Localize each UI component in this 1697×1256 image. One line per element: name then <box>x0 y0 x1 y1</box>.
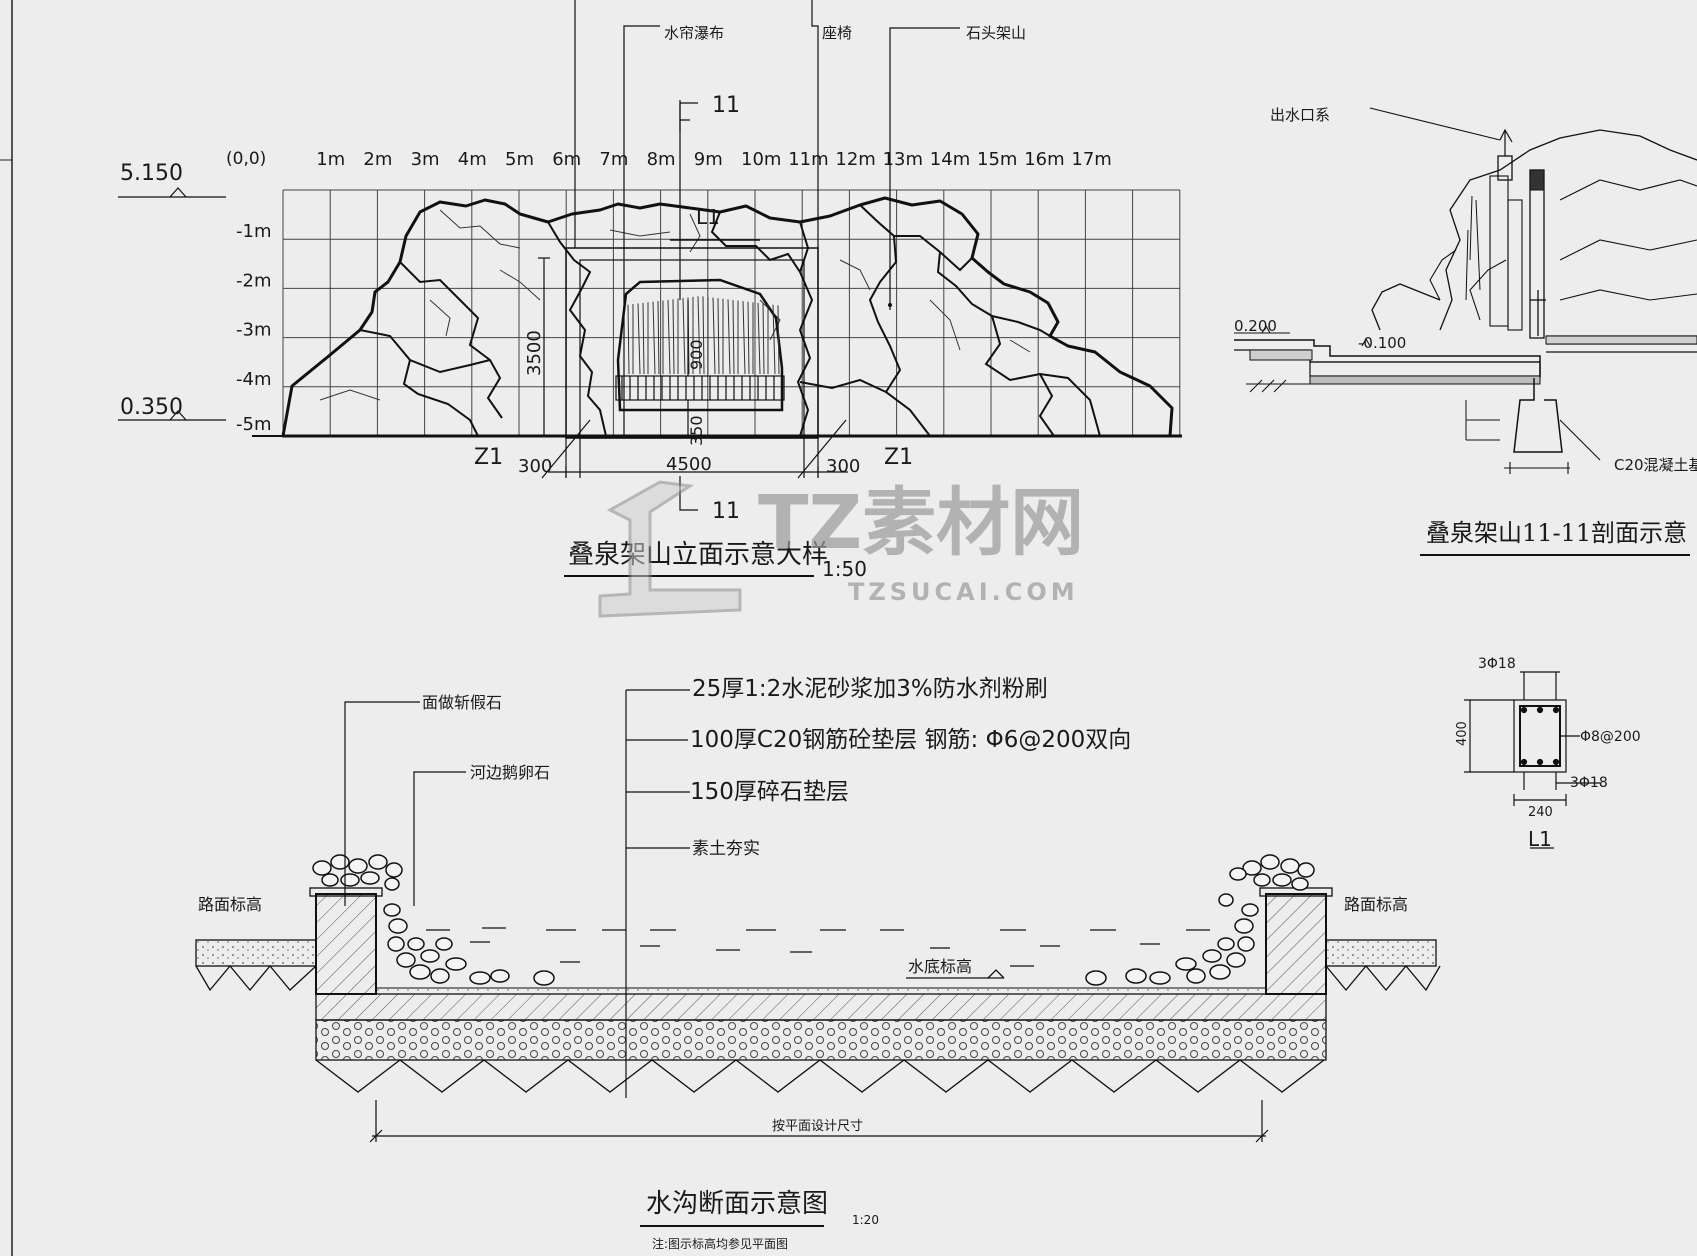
watermark-brand: TZ素材网 <box>758 480 1084 566</box>
x-tick-label: 8m <box>647 149 676 170</box>
callout-seat: 座椅 <box>822 24 852 42</box>
x-tick-label: 7m <box>599 149 628 170</box>
elevation-grid <box>282 189 1181 437</box>
y-tick-label: -5m <box>236 414 271 435</box>
height-dim: 3500 <box>524 330 545 376</box>
x-tick-label: 13m <box>883 149 923 170</box>
level-bottom: 0.350 <box>120 395 183 420</box>
beam-detail-label: L1 <box>1528 827 1552 851</box>
watermark-url: TZSUCAI.COM <box>848 578 1079 606</box>
x-tick-labels: 1m 2m 3m 4m 5m 6m 7m 8m 9m 10m 11m 12m 13m 14m 15m 16m 1… <box>316 149 1112 170</box>
x-tick-label: 12m <box>835 149 875 170</box>
x-tick-label: 5m <box>505 149 534 170</box>
label-stone-face: 面做斩假石 <box>422 693 502 712</box>
foundation-label: C20混凝土基础 <box>1614 456 1697 474</box>
section-mark-top: 11 <box>712 93 740 118</box>
x-tick-label: 6m <box>552 149 581 170</box>
origin-label: (0,0) <box>226 149 266 169</box>
y-tick-label: -1m <box>236 221 271 242</box>
y-tick-label: -4m <box>236 369 271 390</box>
x-tick-label: 10m <box>741 149 781 170</box>
watermark <box>598 480 742 618</box>
ditch-scale: 1:20 <box>852 1213 879 1227</box>
label-pebble: 河边鹅卵石 <box>470 763 550 782</box>
outlet-label: 出水口系 <box>1270 106 1330 124</box>
x-tick-label: 11m <box>788 149 828 170</box>
callout-rockery: 石头架山 <box>966 24 1026 42</box>
seat-dim: 350 <box>687 415 706 446</box>
beam-label: L1 <box>696 205 720 229</box>
elevation-scale: 1:50 <box>822 557 867 581</box>
elevation-view: 水帘瀑布 座椅 石头架山 11 11 (0,0) 1m 2m 3m 4m 5m 6m 7m 8… <box>118 0 1182 581</box>
elevation-title: 叠泉架山立面示意大样 <box>568 540 828 570</box>
ditch-layer-2: 100厚C20钢筋砼垫层 钢筋: Φ6@200双向 <box>690 727 1131 753</box>
water-surface <box>426 927 1210 967</box>
dim-left: 300 <box>518 456 552 477</box>
x-tick-label: 2m <box>363 149 392 170</box>
column-label-right: Z1 <box>884 445 913 470</box>
beam-height: 400 <box>1455 721 1470 746</box>
x-tick-label: 14m <box>930 149 970 170</box>
section-mark-bottom: 11 <box>712 499 740 524</box>
y-tick-labels: -1m -2m -3m -4m -5m <box>236 221 271 435</box>
seat <box>615 375 785 401</box>
ditch-section <box>195 689 1441 1143</box>
water-bottom-label: 水底标高 <box>908 957 972 976</box>
section-view <box>1234 107 1697 474</box>
ditch-layer-1: 25厚1:2水泥砂浆加3%防水剂粉刷 <box>692 676 1048 702</box>
beam-detail <box>1464 671 1600 849</box>
x-tick-label: 9m <box>694 149 723 170</box>
level-top: 5.150 <box>120 161 183 186</box>
x-tick-label: 3m <box>411 149 440 170</box>
beam-stirrup: Φ8@200 <box>1580 729 1641 745</box>
ditch-layer-3: 150厚碎石垫层 <box>690 779 849 805</box>
x-tick-label: 4m <box>458 149 487 170</box>
dim-center: 4500 <box>666 454 712 475</box>
ditch-width-dim: 按平面设计尺寸 <box>772 1119 863 1134</box>
waterfall-dim: 900 <box>687 339 706 370</box>
column-label-left: Z1 <box>474 445 503 470</box>
callout-waterfall: 水帘瀑布 <box>664 24 724 42</box>
beam-width: 240 <box>1528 805 1553 820</box>
beam-top-bar: 3Φ18 <box>1478 656 1516 672</box>
x-tick-label: 16m <box>1024 149 1064 170</box>
dim-right: 300 <box>826 456 860 477</box>
x-tick-label: 1m <box>316 149 345 170</box>
road-level-left: 路面标高 <box>198 895 262 914</box>
x-tick-label: 17m <box>1071 149 1111 170</box>
rock-texture <box>319 209 1031 401</box>
x-tick-label: 15m <box>977 149 1017 170</box>
level-left: 0.200 <box>1234 317 1277 335</box>
rock-inner-lines <box>359 204 1101 437</box>
section-title: 叠泉架山11-11剖面示意 <box>1426 519 1687 547</box>
y-tick-label: -2m <box>236 270 271 291</box>
rockery-outline <box>281 196 1174 438</box>
y-tick-label: -3m <box>236 320 271 341</box>
beam-bottom-bar: 3Φ18 <box>1570 775 1608 791</box>
road-level-right: 路面标高 <box>1344 895 1408 914</box>
ditch-note: 注:图示标高均参见平面图 <box>652 1236 788 1251</box>
ditch-title: 水沟断面示意图 <box>646 1189 828 1219</box>
ditch-layer-4: 素土夯实 <box>692 839 760 859</box>
level-mid: -0.100 <box>1358 334 1406 352</box>
